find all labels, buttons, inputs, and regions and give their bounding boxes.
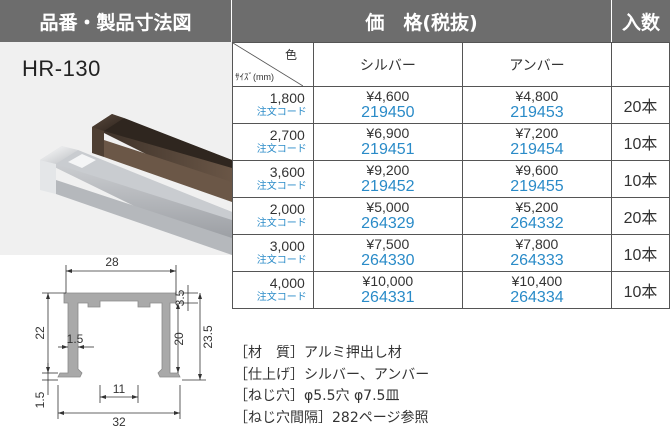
profile-drawing: 28 3.5 22 1.5 20 23.5 11 1.5 32 — [0, 255, 232, 430]
amber-code: 264333 — [510, 252, 564, 269]
col-silver: シルバー — [312, 42, 463, 87]
order-code-label: 注文コード — [256, 292, 307, 303]
dim-base: 1.5 — [33, 391, 47, 408]
size-value: 3,000 — [269, 238, 305, 254]
product-code: HR-130 — [22, 56, 101, 81]
quantity-cell: 20本 — [610, 86, 670, 124]
silver-code: 219450 — [361, 104, 415, 121]
quantity-cell: 10本 — [610, 160, 670, 198]
size-value: 1,800 — [269, 90, 305, 106]
silver-price: ¥4,600 — [366, 88, 410, 104]
amber-price: ¥5,200 — [515, 199, 559, 215]
size-label: ｻｲｽﾞ(mm) — [235, 72, 274, 82]
silver-price: ¥7,500 — [366, 236, 410, 252]
order-code-label: 注文コード — [256, 255, 307, 266]
silver-code: 264330 — [361, 252, 415, 269]
amber-code: 264334 — [510, 289, 564, 306]
dim-top-width: 28 — [105, 255, 119, 269]
col-quantity-empty — [610, 42, 670, 87]
note-material: ［材 質］アルミ押出し材 — [234, 345, 402, 361]
amber-price: ¥9,600 — [515, 162, 559, 178]
size-value: 3,600 — [269, 164, 305, 180]
color-label: 色 — [284, 48, 297, 62]
silver-price: ¥9,200 — [366, 162, 410, 178]
amber-price: ¥7,200 — [515, 125, 559, 141]
amber-code: 264332 — [510, 215, 564, 232]
rail-photo-illustration — [40, 114, 232, 255]
silver-price: ¥5,000 — [366, 199, 410, 215]
size-value: 4,000 — [269, 275, 305, 291]
order-code-label: 注文コード — [256, 218, 307, 229]
note-finish: ［仕上げ］シルバー、アンバー — [234, 366, 430, 383]
silver-code: 219451 — [361, 141, 415, 158]
quantity-cell: 10本 — [610, 271, 670, 309]
corner-cell: 色 ｻｲｽﾞ(mm) — [232, 42, 314, 87]
order-code-label: 注文コード — [256, 107, 307, 118]
amber-price: ¥10,400 — [511, 273, 563, 289]
silver-code: 219452 — [361, 178, 415, 195]
dim-inner-offset: 1.5 — [67, 332, 84, 346]
dimensions-header: 品番・製品寸法図 — [0, 0, 232, 42]
product-photo — [0, 42, 232, 255]
dim-right-height: 23.5 — [201, 325, 215, 349]
silver-code: 264331 — [361, 289, 415, 306]
table-header-row: 色 ｻｲｽﾞ(mm) シルバー アンバー — [232, 42, 670, 87]
amber-code: 219455 — [510, 178, 564, 195]
dim-total-width: 32 — [112, 415, 126, 429]
size-value: 2,700 — [269, 127, 305, 143]
dim-top-lip: 3.5 — [173, 289, 187, 306]
quantity-cell: 10本 — [610, 234, 670, 272]
rail-profile-svg: 28 3.5 22 1.5 20 23.5 11 1.5 32 — [33, 255, 215, 429]
silver-code: 264329 — [361, 215, 415, 232]
order-code-label: 注文コード — [256, 181, 307, 192]
amber-code: 219453 — [510, 104, 564, 121]
order-code-label: 注文コード — [256, 144, 307, 155]
note-screw-hole: ［ねじ穴］φ5.5穴 φ7.5皿 — [234, 388, 400, 404]
quantity-header: 入数 — [612, 0, 670, 42]
amber-price: ¥7,800 — [515, 236, 559, 252]
size-value: 2,000 — [269, 201, 305, 217]
dim-bottom-gap: 11 — [113, 382, 126, 396]
spec-notes: ［材 質］アルミ押出し材 ［仕上げ］シルバー、アンバー ［ねじ穴］φ5.5穴 φ… — [234, 343, 429, 429]
price-header: 価 格(税抜) — [232, 0, 612, 42]
col-amber: アンバー — [461, 42, 612, 87]
silver-price: ¥10,000 — [362, 273, 414, 289]
profile-shape — [57, 292, 181, 378]
amber-price: ¥4,800 — [515, 88, 559, 104]
amber-code: 219454 — [510, 141, 564, 158]
dim-left-height: 22 — [33, 326, 47, 340]
quantity-cell: 10本 — [610, 123, 670, 161]
quantity-cell: 20本 — [610, 197, 670, 235]
silver-price: ¥6,900 — [366, 125, 410, 141]
note-screw-spacing: ［ねじ穴間隔］282ページ参照 — [234, 409, 429, 426]
dim-inner-height: 20 — [172, 332, 186, 346]
